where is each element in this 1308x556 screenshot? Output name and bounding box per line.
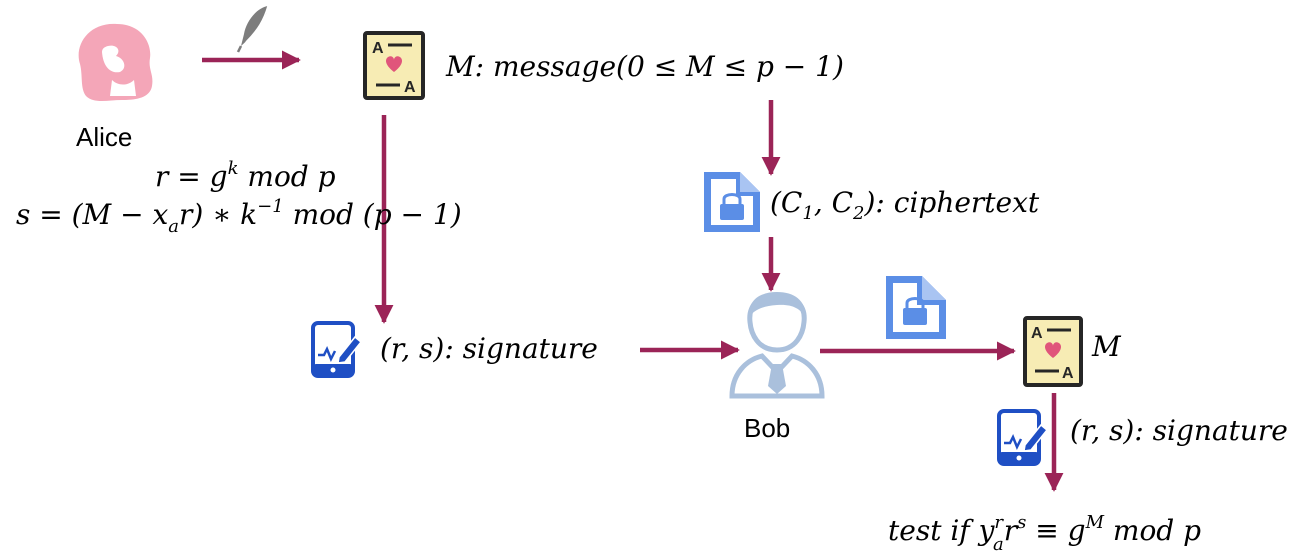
locked-document-icon [886,276,946,339]
quill-feather-icon [236,5,269,53]
equation-s: s = (M − xar) ∗ k−1 mod (p − 1) [16,196,462,237]
love-letter-icon: A A [363,31,425,100]
alice-icon [78,23,153,101]
received-message-label: M [1091,330,1122,363]
letter-corner-mark-top: A [372,40,384,57]
ciphertext-label: (C1, C2): ciphertext [770,186,1040,224]
message-label: M: message(0 ≤ M ≤ p − 1) [445,50,844,83]
locked-document-icon [704,172,760,232]
tablet-signature-icon [997,409,1049,466]
love-letter-icon: A A [1023,316,1083,387]
letter-corner-mark-bottom: A [404,79,416,96]
alice-label: Alice [76,122,132,152]
equation-r: r = gk mod p [155,158,336,193]
bob-label: Bob [744,413,790,443]
signature-label-right: (r, s): signature [1070,414,1288,447]
tablet-signature-icon [311,321,363,378]
arrows [202,50,1064,492]
signature-label-left: (r, s): signature [380,332,598,365]
letter-corner-mark-top: A [1031,325,1043,342]
letter-corner-mark-bottom: A [1062,365,1074,382]
man-avatar-icon [729,292,825,399]
